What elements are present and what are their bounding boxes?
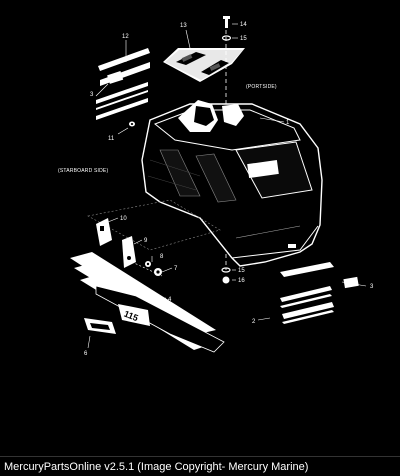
starboard-caption: (STARBOARD SIDE)	[58, 168, 108, 174]
washer-part	[221, 35, 232, 41]
callout-12: 12	[122, 34, 129, 40]
callout-4: 4	[168, 297, 172, 303]
portside-caption: (PORTSIDE)	[246, 84, 277, 90]
latch-bracket-part	[96, 218, 112, 246]
footer-divider	[0, 456, 400, 457]
cowl-body-part	[141, 100, 323, 267]
decal-set-right	[280, 262, 359, 324]
side-outline	[87, 199, 221, 251]
top-cowl-part	[163, 48, 245, 82]
callout-2: 2	[252, 319, 256, 325]
leader-lines	[87, 23, 367, 349]
small-decal-part	[84, 318, 116, 334]
decal-set-left	[96, 48, 150, 120]
callout-6: 6	[84, 351, 88, 357]
grommet-lower-part	[222, 276, 230, 284]
latch-lever-part	[122, 236, 136, 268]
diagram-canvas: 115 1 2 3 3 4 6 7 8 9	[58, 16, 374, 357]
callout-3-right: 3	[370, 284, 374, 290]
bolt-part	[154, 268, 162, 276]
callout-15-top: 15	[240, 36, 247, 42]
footer-copyright: MercuryPartsOnline v2.5.1 (Image Copyrig…	[4, 461, 309, 473]
callout-16: 16	[238, 278, 245, 284]
callout-13: 13	[180, 23, 187, 29]
callout-3-left: 3	[90, 92, 94, 98]
callout-9: 9	[144, 238, 148, 244]
callout-1: 1	[286, 120, 290, 126]
callout-11: 11	[108, 136, 115, 142]
callout-7: 7	[174, 266, 178, 272]
callout-10: 10	[120, 216, 127, 222]
grommet-part	[129, 121, 135, 127]
callout-14: 14	[240, 22, 247, 28]
nut-part	[145, 261, 151, 267]
side-decal-part	[70, 252, 225, 353]
callout-15-bottom: 15	[238, 268, 245, 274]
callout-8: 8	[160, 254, 164, 260]
washer-lower-part	[221, 267, 231, 273]
screw-part	[223, 16, 230, 28]
